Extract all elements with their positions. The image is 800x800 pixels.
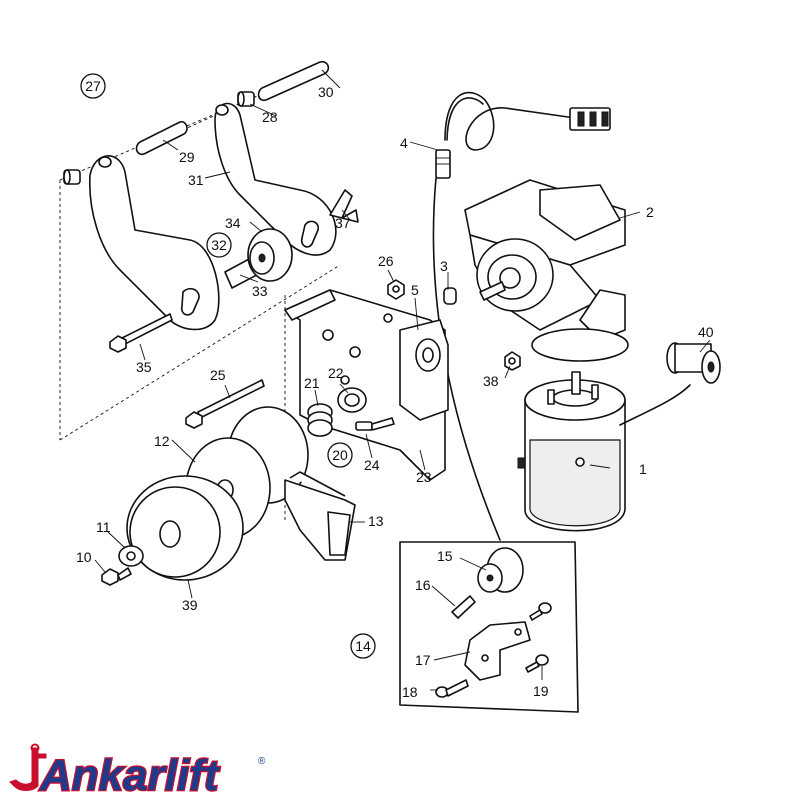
- label-38: 38: [483, 373, 499, 389]
- label-15: 15: [437, 548, 453, 564]
- label-3: 3: [440, 258, 448, 274]
- label-24: 24: [364, 457, 380, 473]
- label-13: 13: [368, 513, 384, 529]
- label-39: 39: [182, 597, 198, 613]
- label-4: 4: [400, 135, 408, 151]
- callout-27: 27: [80, 73, 106, 99]
- label-5: 5: [411, 282, 419, 298]
- part-labels: 30 28 29 31 34 37 33 35 4 2 3 26 5 40 38…: [76, 84, 714, 700]
- sensor-housing-part-5: [399, 319, 449, 421]
- inset-box-part-14: [399, 541, 579, 713]
- bushing-part-28: [237, 91, 255, 107]
- svg-text:32: 32: [211, 237, 227, 253]
- pulley-part-15: [477, 547, 524, 593]
- label-2: 2: [646, 204, 654, 220]
- bolt-part-35: [109, 313, 173, 353]
- bracket-part-27: [88, 155, 220, 331]
- label-25: 25: [210, 367, 226, 383]
- anchor-icon: [9, 743, 47, 791]
- label-17: 17: [415, 652, 431, 668]
- nut-part-26: [387, 279, 405, 300]
- bracket-part-17: [464, 621, 531, 681]
- screw-part-19: [525, 654, 549, 673]
- label-34: 34: [225, 215, 241, 231]
- sensor-cable: [444, 91, 611, 151]
- rod-part-30: [257, 60, 330, 102]
- ankarlift-logo: Ankarlift ®: [9, 743, 266, 798]
- label-18: 18: [402, 684, 418, 700]
- pulley-part-39: [126, 475, 244, 581]
- svg-text:27: 27: [85, 78, 101, 94]
- screw-part-18: [435, 679, 469, 698]
- callout-20: 20: [327, 442, 353, 468]
- label-16: 16: [415, 577, 431, 593]
- spacer-part-29: [135, 120, 188, 156]
- gearbox-part-2: [464, 179, 629, 362]
- pin-part-16: [451, 595, 476, 619]
- bolt-part-25: [185, 379, 265, 429]
- logo-wordmark: Ankarlift: [39, 751, 221, 798]
- callout-14: 14: [350, 633, 376, 659]
- label-23: 23: [416, 469, 432, 485]
- registered-mark: ®: [258, 756, 266, 767]
- screw-part-24: [355, 417, 395, 431]
- label-26: 26: [378, 253, 394, 269]
- bracket-part-13: [284, 471, 356, 561]
- label-37: 37: [335, 215, 351, 231]
- cable-to-part-40: [619, 384, 691, 426]
- nut-part-38: [504, 351, 521, 371]
- svg-text:20: 20: [332, 447, 348, 463]
- svg-text:14: 14: [355, 638, 371, 654]
- label-11: 11: [96, 519, 111, 535]
- screw-part-19-top: [529, 602, 552, 621]
- bracket-part-31: [214, 102, 337, 256]
- sensor-part-4: [435, 149, 451, 179]
- roller-part-34: [224, 228, 293, 289]
- label-33: 33: [252, 283, 268, 299]
- label-10: 10: [76, 549, 92, 565]
- clip-part-37: [329, 189, 359, 223]
- label-40: 40: [698, 324, 714, 340]
- leader-lines: [94, 69, 711, 691]
- label-29: 29: [179, 149, 195, 165]
- label-22: 22: [328, 365, 344, 381]
- label-12: 12: [154, 433, 170, 449]
- washer-part-11: [118, 545, 144, 567]
- motor-part-1: [517, 371, 626, 532]
- label-28: 28: [262, 109, 278, 125]
- label-1: 1: [639, 461, 647, 477]
- bushing-part-22: [337, 387, 367, 413]
- label-31: 31: [188, 172, 204, 188]
- callout-32: 32: [206, 232, 232, 258]
- label-30: 30: [318, 84, 334, 100]
- label-35: 35: [136, 359, 152, 375]
- spring-part-21: [307, 403, 333, 437]
- bolt-part-10: [101, 567, 132, 586]
- bushing-left: [63, 169, 81, 185]
- label-21: 21: [304, 375, 320, 391]
- spool-part-40: [666, 342, 721, 384]
- key-part-3: [443, 287, 457, 305]
- label-19: 19: [533, 683, 549, 699]
